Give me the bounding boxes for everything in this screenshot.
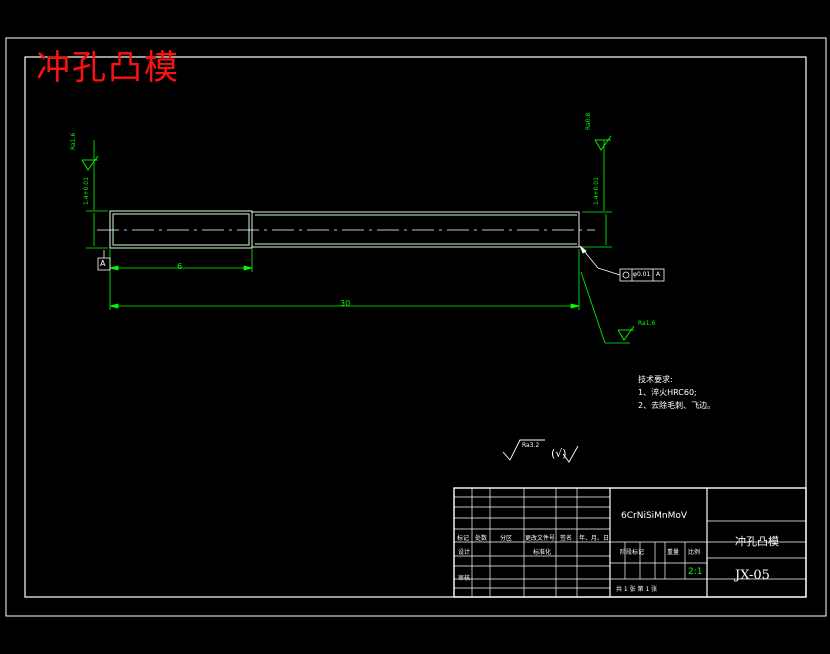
dim-short: 6 — [177, 262, 183, 271]
scale-label: 比例 — [688, 549, 701, 556]
roughness-general: Ra3.2 — [522, 442, 540, 449]
dim-long: 30 — [340, 299, 351, 308]
title-block-grid — [453, 487, 807, 598]
header-cell-5: 签名 — [560, 535, 573, 542]
roughness-other: (√) — [551, 447, 567, 460]
part-name: 冲孔凸模 — [735, 535, 779, 548]
svg-text:1.4+0.01: 1.4+0.01 — [83, 177, 90, 205]
sheet-info: 共 1 张 第 1 张 — [616, 586, 658, 593]
tech-heading: 技术要求: — [638, 375, 673, 384]
stage-mark: 阶段标记 — [620, 549, 645, 556]
inner-frame — [24, 56, 807, 598]
header-cell-3: 分区 — [500, 535, 513, 542]
dimension-lines — [86, 140, 630, 344]
row-design: 设计 — [458, 549, 471, 556]
scale-value: 2:1 — [688, 567, 703, 577]
tolerance-datum: A — [656, 271, 661, 278]
roughness-symbols — [81, 135, 635, 341]
tolerance-frame — [97, 245, 665, 282]
header-cell-6: 年、月、日 — [579, 535, 610, 542]
row-review: 审核 — [458, 575, 471, 582]
roughness-bottom: Ra1.6 — [638, 320, 656, 327]
general-roughness — [502, 439, 579, 463]
tolerance-value: φ0.01 — [633, 271, 651, 278]
weight-label: 重量 — [667, 549, 680, 556]
material: 6CrNiSiMnMoV — [621, 511, 688, 521]
roughness-left: Ra1.6 — [70, 132, 77, 150]
datum-label: A — [100, 259, 106, 268]
stamp-title: 冲孔凸模 — [36, 48, 180, 88]
roughness-right: Ra0.8 — [585, 112, 592, 130]
drawing-number: JX-05 — [735, 568, 770, 583]
diameter-texts: 1.4+0.01 1.4+0.01 — [83, 177, 600, 205]
header-cell-1: 标记 — [457, 535, 470, 542]
row-standard: 标准化 — [533, 549, 552, 556]
tech-item-1: 1、淬火HRC60; — [638, 388, 697, 397]
header-cell-2: 处数 — [475, 535, 488, 542]
svg-text:1.4+0.01: 1.4+0.01 — [593, 177, 600, 205]
tech-item-2: 2、去除毛刺、飞边。 — [638, 401, 716, 410]
part-outline — [109, 210, 580, 249]
header-cell-4: 更改文件号 — [525, 535, 556, 542]
outer-frame — [5, 37, 827, 617]
tech-requirements: 技术要求: 1、淬火HRC60; 2、去除毛刺、飞边。 — [638, 373, 715, 412]
